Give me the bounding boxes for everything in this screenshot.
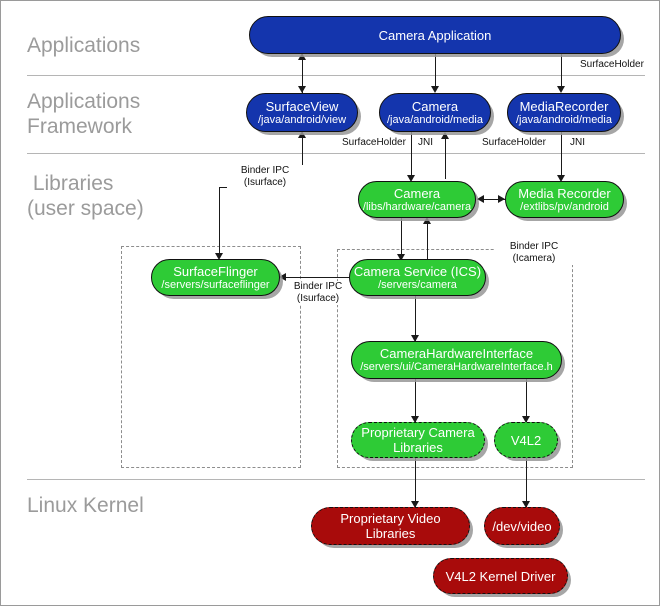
edge-chi-v4l2	[526, 379, 527, 422]
edge-cameralib-mediarecorderlib	[477, 199, 505, 200]
edge-v4l2-devvideo	[526, 457, 527, 507]
layer-label-applications-framework: Applications Framework	[27, 90, 141, 138]
node-proprietary-camera-libraries-title: Proprietary Camera	[361, 425, 475, 440]
edge-cameralib-cameraservice-down	[401, 217, 402, 259]
edge-v4l2-devvideo-arrowhead	[522, 501, 530, 508]
divider-framework	[27, 153, 645, 154]
edge-cameralib-mediarecorderlib-arrowhead-right	[498, 195, 505, 203]
edge-app-surfaceview-arrowhead-up	[298, 53, 306, 60]
node-camera-java[interactable]: Camera /java/android/media	[379, 93, 491, 132]
node-surfaceflinger-title: SurfaceFlinger	[173, 263, 258, 279]
label-binder-ipc-isurface-mid: Binder IPC (Isurface)	[284, 281, 352, 305]
label-binder-ipc-isurface-top-line2: (Isurface)	[243, 177, 287, 188]
edge-mediarecorderjava-lib	[561, 132, 562, 177]
label-jni-camera: JNI	[417, 137, 434, 149]
divider-kernel	[27, 479, 645, 480]
edge-app-camera-arrowhead	[431, 86, 439, 93]
edge-propcamera-propvideo-arrowhead	[411, 501, 419, 508]
edge-app-mediarecorder	[561, 53, 562, 91]
edge-cameraservice-surfaceflinger-arrowhead	[279, 273, 286, 281]
node-mediarecorder-java-title: MediaRecorder	[519, 98, 609, 114]
node-v4l2-kernel-driver-title: V4L2 Kernel Driver	[445, 568, 556, 584]
layer-label-applications: Applications	[27, 34, 141, 57]
node-media-recorder-lib-subtitle: /extlibs/pv/android	[520, 200, 609, 213]
node-v4l2[interactable]: V4L2	[494, 422, 558, 458]
label-binder-ipc-icamera-line2: (Icamera)	[512, 253, 556, 264]
label-binder-ipc-isurface-mid-line2: (Isurface)	[296, 293, 340, 304]
edge-cameraservice-cameralib-up	[427, 219, 428, 259]
node-camera-java-subtitle: /java/android/media	[386, 113, 483, 126]
edge-app-camera	[435, 53, 436, 91]
node-camera-service[interactable]: Camera Service (ICS) /servers/camera	[349, 259, 486, 296]
edge-cameralib-cameraservice-down-arrowhead	[397, 254, 405, 261]
edge-camerajava-cameralib-down-arrowhead	[407, 175, 415, 182]
node-dev-video-title: /dev/video	[492, 518, 552, 534]
node-camera-lib[interactable]: Camera /libs/hardware/camera	[358, 181, 476, 218]
edge-isurface-arrowhead	[215, 253, 223, 260]
edge-chi-proprietary-camera	[415, 379, 416, 422]
node-v4l2-kernel-driver[interactable]: V4L2 Kernel Driver	[433, 558, 568, 594]
label-binder-ipc-icamera-line1: Binder IPC	[509, 241, 559, 252]
edge-isurface-vertical	[219, 187, 220, 257]
node-camera-java-title: Camera	[411, 98, 459, 114]
edge-chi-v4l2-arrowhead	[522, 416, 530, 423]
node-camerahardwareinterface[interactable]: CameraHardwareInterface /servers/ui/Came…	[351, 341, 562, 379]
edge-propcamera-propvideo	[415, 457, 416, 507]
label-binder-ipc-isurface-top: Binder IPC (Isurface)	[227, 165, 303, 189]
edge-cameraservice-chi	[415, 296, 416, 341]
node-mediarecorder-java-subtitle: /java/android/media	[515, 113, 612, 126]
label-jni-mediarecorder: JNI	[569, 137, 586, 149]
node-camera-service-subtitle: /servers/camera	[378, 278, 457, 291]
edge-cameraservice-chi-arrowhead	[411, 335, 419, 342]
edge-surfaceview-up-arrowhead	[298, 131, 306, 138]
node-surfaceview-title: SurfaceView	[265, 98, 339, 114]
edge-cameraservice-cameralib-up-arrowhead	[423, 217, 431, 224]
edge-app-mediarecorder-arrowhead	[557, 86, 565, 93]
edge-camerajava-cameralib-down	[411, 132, 412, 177]
node-proprietary-video-libraries-title: Proprietary Video	[340, 511, 441, 526]
node-camerahardwareinterface-subtitle: /servers/ui/CameraHardwareInterface.h	[360, 361, 553, 373]
node-proprietary-camera-libraries[interactable]: Proprietary Camera Libraries	[351, 422, 485, 458]
edge-mediarecorderjava-lib-arrowhead	[557, 175, 565, 182]
node-camera-lib-title: Camera	[393, 185, 441, 201]
label-surfaceholder-mediarecorder: SurfaceHolder	[481, 137, 547, 149]
node-proprietary-video-libraries-subtitle: Libraries	[365, 526, 416, 541]
node-media-recorder-lib[interactable]: Media Recorder /extlibs/pv/android	[505, 181, 624, 218]
node-mediarecorder-java[interactable]: MediaRecorder /java/android/media	[507, 93, 621, 132]
node-camera-lib-subtitle: /libs/hardware/camera	[362, 200, 472, 213]
label-binder-ipc-icamera: Binder IPC (Icamera)	[495, 241, 573, 265]
node-surfaceflinger[interactable]: SurfaceFlinger /servers/surfaceflinger	[151, 259, 280, 296]
node-proprietary-camera-libraries-subtitle: Libraries	[393, 440, 443, 455]
layer-label-linux-kernel: Linux Kernel	[27, 494, 144, 517]
node-camera-application-title: Camera Application	[378, 27, 492, 43]
edge-cameralib-camerajava-up-arrowhead	[441, 132, 449, 139]
edge-chi-proprietary-camera-arrowhead	[411, 416, 419, 423]
label-binder-ipc-isurface-top-line1: Binder IPC	[240, 165, 290, 176]
divider-applications	[27, 75, 645, 76]
node-dev-video[interactable]: /dev/video	[484, 507, 560, 545]
label-surfaceholder-app-mediarecorder: SurfaceHolder	[579, 59, 645, 71]
edge-cameralib-mediarecorderlib-arrowhead-left	[477, 195, 484, 203]
node-surfaceview[interactable]: SurfaceView /java/android/view	[246, 93, 358, 132]
edge-cameraservice-surfaceflinger	[283, 277, 349, 278]
edge-app-surfaceview	[302, 53, 303, 93]
node-surfaceview-subtitle: /java/android/view	[257, 113, 347, 126]
edge-surfaceview-up	[302, 132, 303, 172]
node-v4l2-title: V4L2	[510, 432, 542, 448]
label-binder-ipc-isurface-mid-line1: Binder IPC	[293, 281, 343, 292]
edge-app-surfaceview-arrowhead-down	[298, 86, 306, 93]
node-camera-service-title: Camera Service (ICS)	[353, 263, 482, 279]
surfaceflinger-group	[121, 246, 301, 468]
node-media-recorder-lib-title: Media Recorder	[518, 185, 611, 201]
node-camera-application[interactable]: Camera Application	[249, 16, 621, 54]
camera-service-group	[337, 249, 573, 468]
edge-cameralib-camerajava-up	[445, 134, 446, 179]
layer-label-libraries: Libraries (user space)	[27, 172, 144, 220]
label-surfaceholder-camera-jni: SurfaceHolder	[341, 137, 407, 149]
node-proprietary-video-libraries[interactable]: Proprietary Video Libraries	[311, 507, 470, 545]
node-camerahardwareinterface-title: CameraHardwareInterface	[379, 346, 534, 361]
node-surfaceflinger-subtitle: /servers/surfaceflinger	[161, 278, 270, 291]
